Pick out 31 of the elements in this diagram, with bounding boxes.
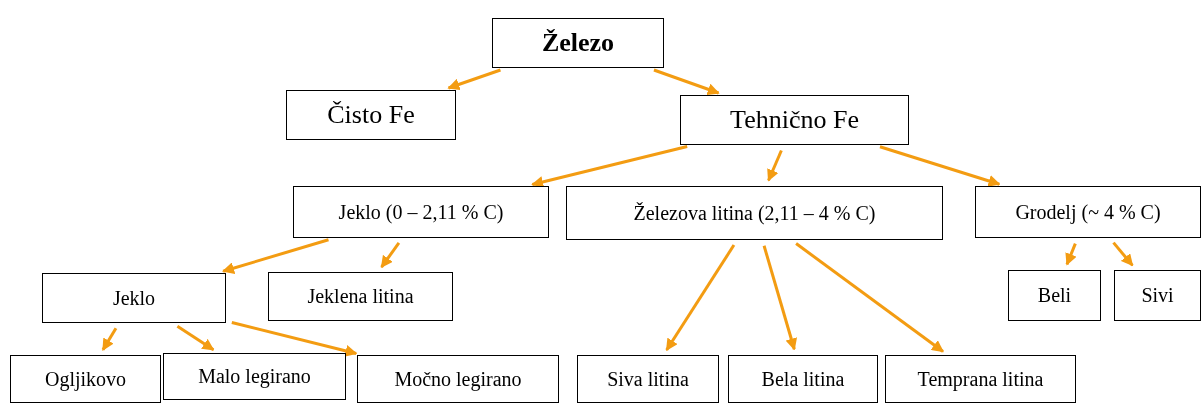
category-box: Tehnično Fe: [680, 95, 909, 145]
arrow: [795, 242, 944, 353]
category-box: Grodelj (~ 4 % C): [975, 186, 1201, 238]
arrow: [222, 238, 329, 274]
arrow: [176, 325, 215, 351]
category-box: Čisto Fe: [286, 90, 456, 140]
category-box: Bela litina: [728, 355, 878, 403]
category-box: Sivi: [1114, 270, 1201, 321]
arrow: [231, 321, 358, 357]
arrow: [380, 242, 401, 269]
category-box: Malo legirano: [163, 353, 346, 400]
category-box: Jeklo: [42, 273, 226, 323]
arrow: [1065, 243, 1077, 266]
category-box: Jeklo (0 – 2,11 % C): [293, 186, 549, 238]
category-box: Beli: [1008, 270, 1101, 321]
category-box: Jeklena litina: [268, 272, 453, 321]
category-box: Siva litina: [577, 355, 719, 403]
category-box: Železo: [492, 18, 664, 68]
arrow: [762, 245, 798, 351]
arrow: [101, 327, 118, 351]
category-box: Temprana litina: [885, 355, 1076, 403]
arrow: [767, 149, 783, 182]
arrow: [447, 68, 501, 91]
arrow: [653, 68, 720, 95]
arrow: [879, 145, 1001, 187]
arrow: [665, 244, 736, 351]
category-box: Močno legirano: [357, 355, 559, 403]
arrow: [531, 145, 688, 188]
category-box: Ogljikovo: [10, 355, 161, 403]
category-box: Železova litina (2,11 – 4 % C): [566, 186, 943, 240]
arrow: [1112, 241, 1134, 267]
